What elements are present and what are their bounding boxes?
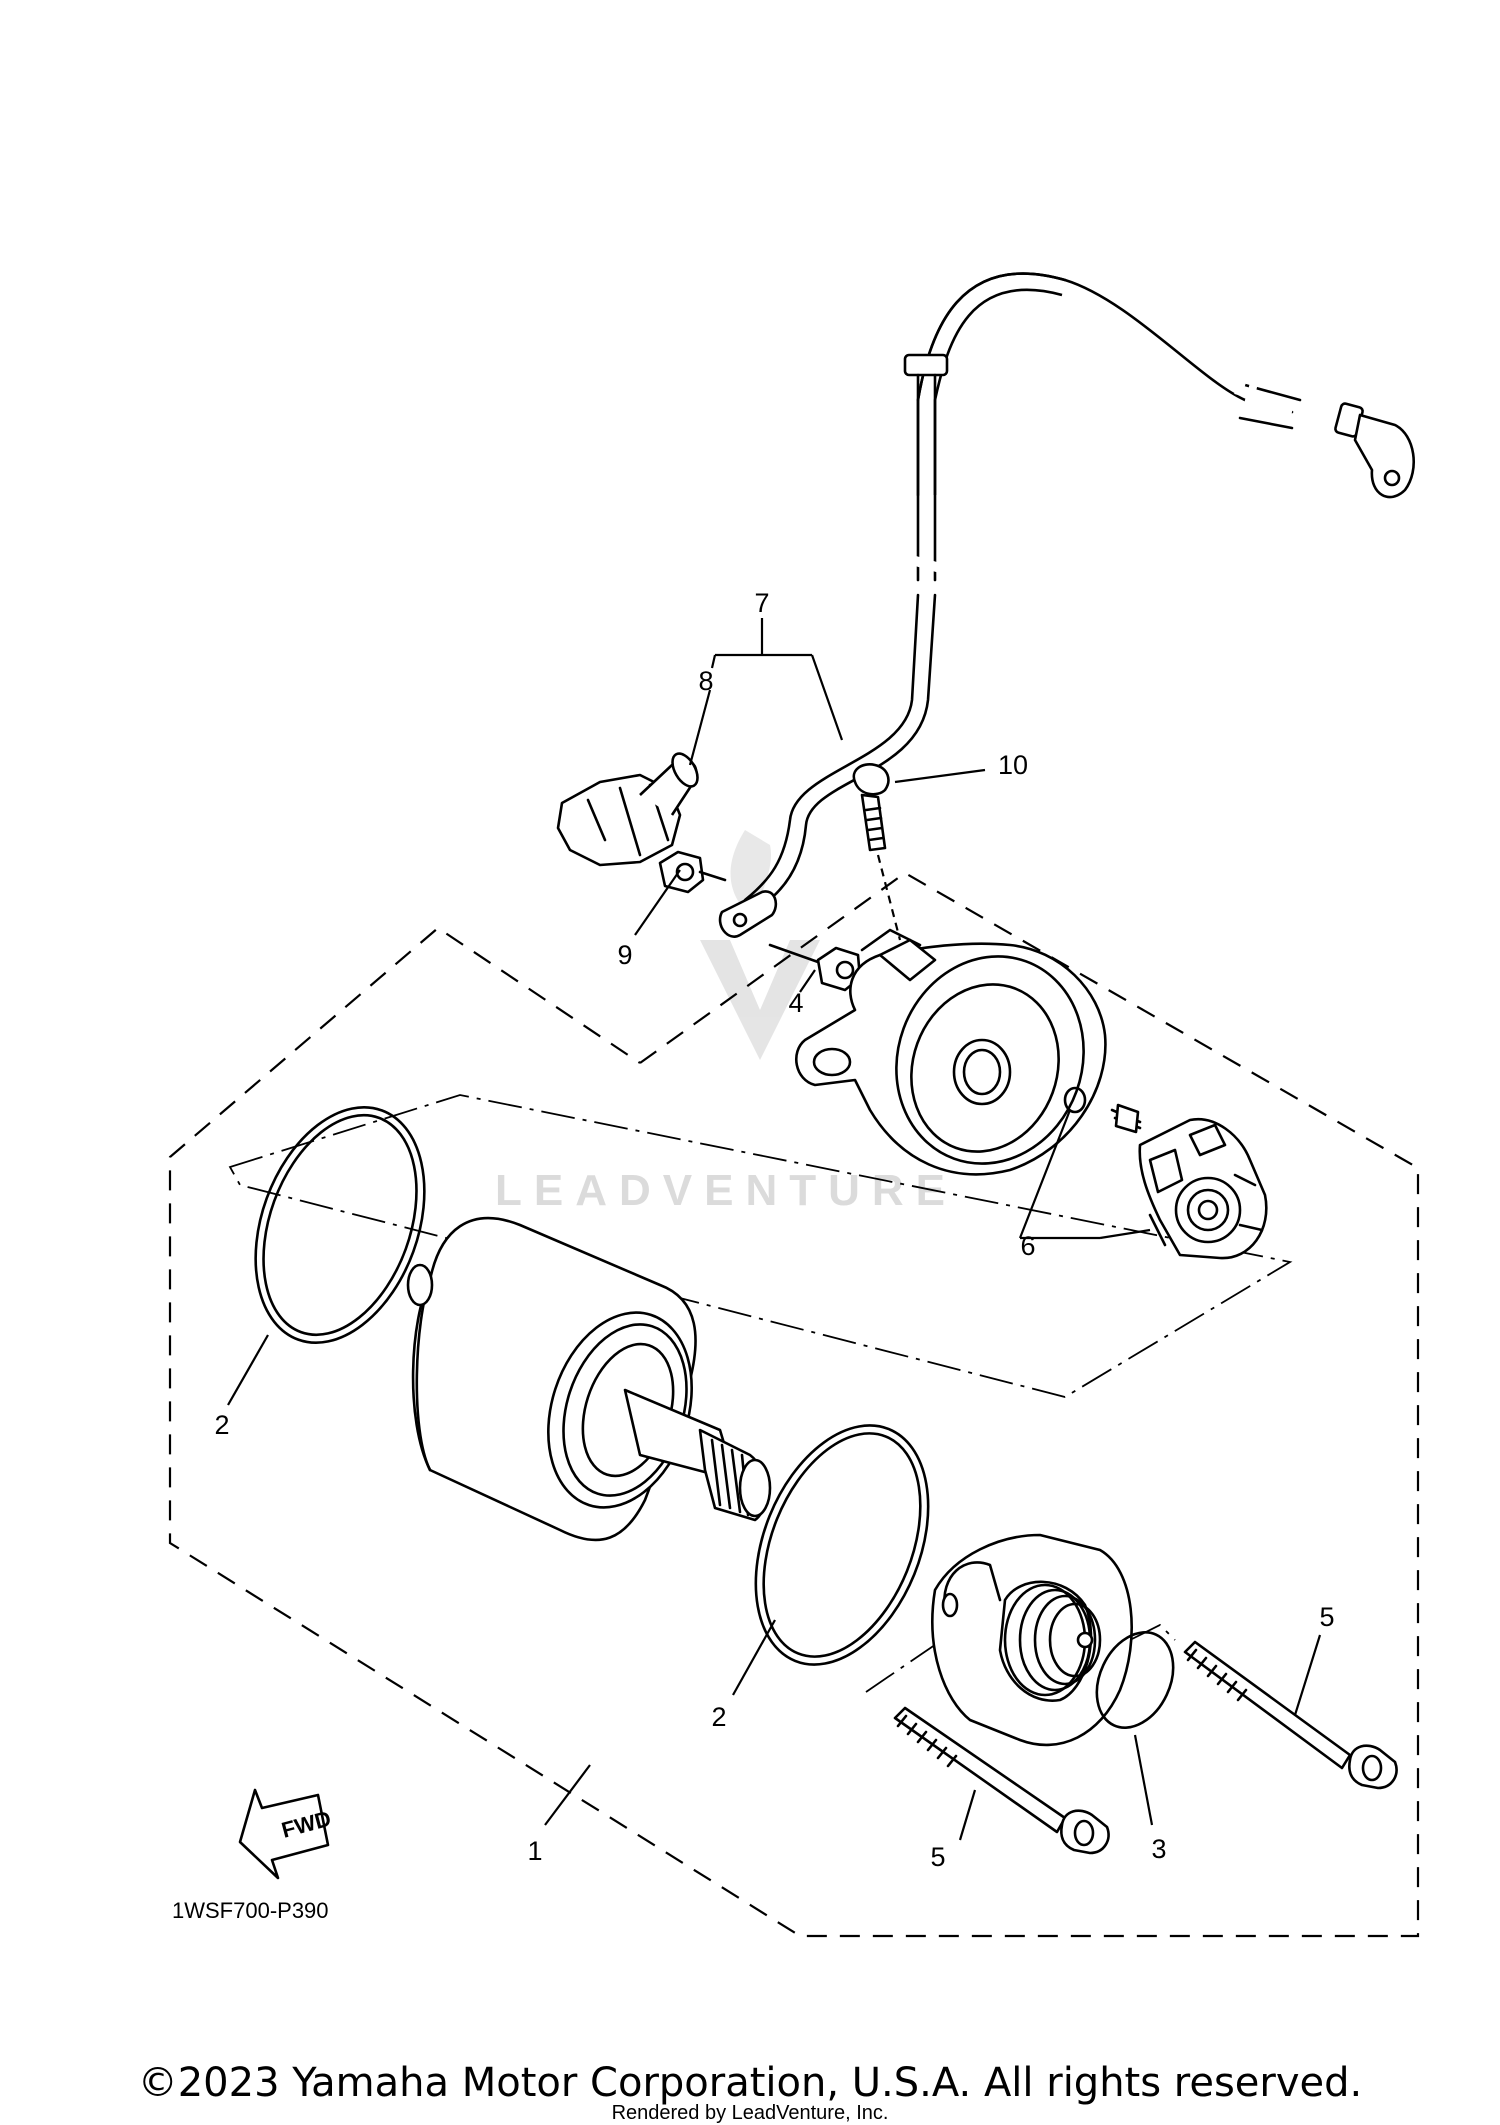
callout-6: 6 (1020, 1231, 1035, 1261)
copyright-notice: ©2023 Yamaha Motor Corporation, U.S.A. A… (137, 2060, 1363, 2106)
callout-3: 3 (1151, 1834, 1166, 1864)
part-2-o-ring-lower (754, 1424, 930, 1666)
rendered-by-notice: Rendered by LeadVenture, Inc. (611, 2102, 889, 2124)
fwd-arrow-icon: FWD (238, 1788, 334, 1880)
part-5-bolt-right (1183, 1640, 1398, 1790)
part-2-o-ring-upper-inner (262, 1113, 418, 1337)
part-3-o-ring (1095, 1631, 1175, 1729)
yoke-body (406, 1216, 772, 1542)
leadventure-watermark: LEADVENTURE (495, 830, 957, 1215)
front-cover (931, 1533, 1133, 1747)
alignment-line-lower (865, 1623, 1176, 1693)
callout-8: 8 (698, 666, 713, 696)
watermark-text: LEADVENTURE (495, 1166, 957, 1215)
part-2-o-ring-lower-inner (762, 1432, 922, 1658)
leader-lines (227, 618, 1322, 1841)
callout-4: 4 (788, 988, 803, 1018)
callout-5-left: 5 (930, 1842, 945, 1872)
callout-2-upper: 2 (214, 1410, 229, 1440)
circlip (1063, 1086, 1087, 1114)
part-10-bolt (852, 763, 902, 941)
part-2-o-ring-upper (254, 1105, 426, 1345)
alignment-line-upper (228, 1094, 1293, 1398)
callout-9: 9 (617, 940, 632, 970)
assembly-boundary (168, 871, 1420, 1938)
part-5-bolt-left (893, 1706, 1110, 1855)
starter-cable (718, 272, 1416, 938)
part-6-brush-holder (1110, 1103, 1268, 1260)
callout-7: 7 (754, 588, 769, 618)
diagram-code: 1WSF700-P390 (172, 1898, 329, 1923)
part-8-cap (556, 752, 699, 867)
rear-cover (795, 928, 1107, 1176)
callout-5-right: 5 (1319, 1602, 1334, 1632)
callout-2-lower: 2 (711, 1702, 726, 1732)
callout-10: 10 (998, 750, 1028, 780)
callout-1: 1 (527, 1836, 542, 1866)
